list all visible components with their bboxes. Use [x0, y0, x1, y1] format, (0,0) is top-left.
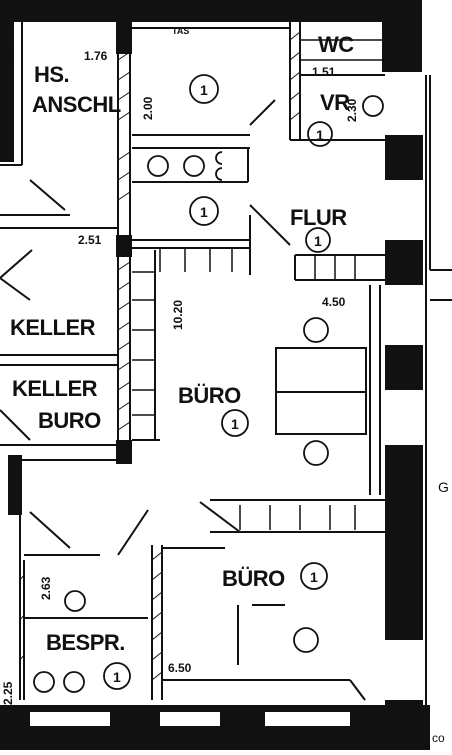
room-buro-main: BÜRO: [178, 383, 241, 408]
dimension-225: 2.25: [1, 681, 15, 705]
marker-number: 1: [231, 416, 239, 432]
window-bottom-3: [265, 712, 350, 726]
room-keller-buro-line1: KELLER: [12, 376, 98, 401]
room-hs-anschl-line2: ANSCHL: [32, 92, 121, 117]
wall-hatching: [19, 31, 301, 681]
room-marker-numbers: 1 1 1 1 1 1 1: [113, 82, 324, 685]
marker-circle: [307, 121, 333, 147]
room-flur: FLUR: [290, 205, 347, 230]
ceiling-light: [63, 671, 85, 693]
ceiling-light: [293, 627, 319, 653]
room-keller: KELLER: [10, 315, 96, 340]
dimension-labels: 1.76 52 TAS 1.51 2.00 2.30 2.51 10.20 4.…: [0, 26, 359, 705]
ceiling-light: [362, 95, 384, 117]
edge-letters: G co: [432, 479, 449, 745]
marker-number: 1: [113, 669, 121, 685]
marker-circle: [189, 196, 219, 226]
partition-lines: [0, 22, 452, 730]
dimension-650: 6.50: [168, 661, 192, 675]
marker-number: 1: [314, 233, 322, 249]
wall-hs-right: [116, 22, 132, 54]
fixtures: [33, 95, 384, 693]
edge-letter-co: co: [432, 731, 445, 745]
wall-interior-post: [116, 235, 132, 257]
window-bottom-2: [160, 712, 220, 726]
dimension-251: 2.51: [78, 233, 102, 247]
room-vr: VR: [320, 90, 350, 115]
wall-interior-post2: [116, 440, 132, 464]
wall-left-a: [0, 22, 14, 162]
room-keller-buro-line2: BURO: [38, 408, 101, 433]
room-labels: HS. ANSCHL WC VR FLUR KELLER KELLER BURO…: [10, 32, 355, 655]
dimension-450: 4.50: [322, 295, 346, 309]
dimension-top-left: 1.76: [84, 49, 108, 63]
marker-circle: [189, 74, 219, 104]
dimension-top-mid: TAS: [172, 26, 189, 36]
wall-bottom: [0, 705, 430, 750]
wall-right-4: [385, 445, 423, 640]
marker-circle: [305, 227, 331, 253]
room-buro-lower: BÜRO: [222, 566, 285, 591]
marker-circle: [103, 662, 131, 690]
wall-right-2: [385, 240, 423, 285]
wall-right-top: [382, 0, 422, 72]
marker-circle: [300, 562, 328, 590]
ceiling-light: [303, 317, 329, 343]
ceiling-light: [303, 440, 329, 466]
dimension-vr-vertical: 2.30: [345, 98, 359, 122]
dimension-263: 2.63: [39, 576, 53, 600]
dimension-1020: 10.20: [171, 300, 185, 330]
room-wc: WC: [318, 32, 354, 57]
marker-number: 1: [200, 204, 208, 220]
wall-left-b: [8, 455, 22, 515]
edge-letter-g: G: [438, 479, 449, 495]
room-hs-anschl-line1: HS.: [34, 62, 69, 87]
ceiling-light: [147, 155, 169, 177]
window-bottom-1: [30, 712, 110, 726]
walls: [0, 0, 430, 750]
dimension-wc: 1.51: [312, 65, 336, 79]
marker-number: 1: [310, 569, 318, 585]
room-bespr: BESPR.: [46, 630, 125, 655]
marker-circle: [221, 409, 249, 437]
wall-right-3: [385, 345, 423, 390]
marker-number: 1: [316, 127, 324, 143]
dimension-hs-vertical: 2.00: [141, 96, 155, 120]
ceiling-light: [64, 590, 86, 612]
ceiling-light: [33, 671, 55, 693]
marker-number: 1: [200, 82, 208, 98]
stair-treads: [132, 39, 385, 530]
wall-right-1: [385, 135, 423, 180]
wall-top: [0, 0, 420, 22]
ceiling-light: [183, 155, 205, 177]
dimension-top-edge: 52: [0, 49, 14, 63]
room-markers: [103, 74, 333, 690]
